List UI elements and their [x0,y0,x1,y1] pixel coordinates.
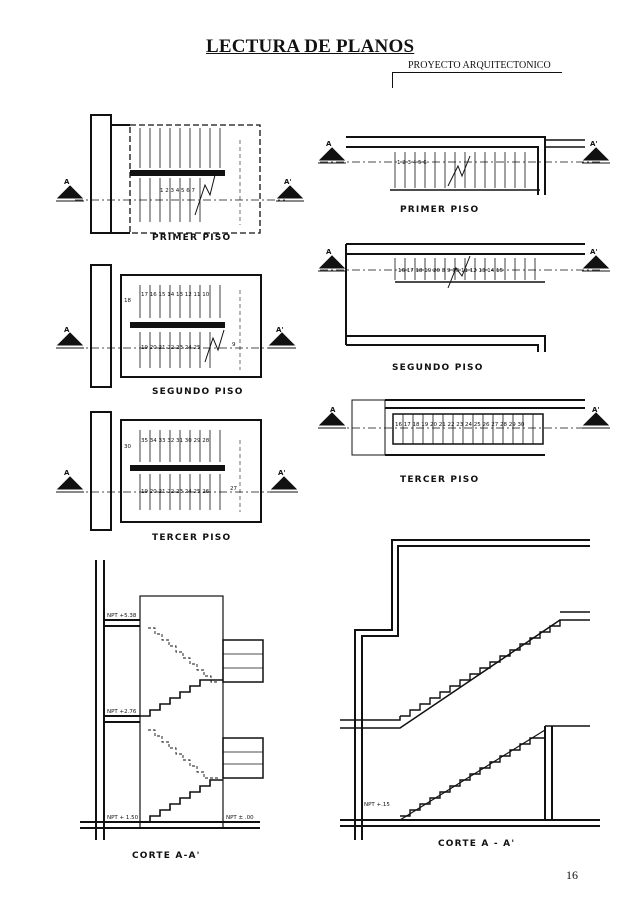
level-note-right: NPT +.15 [364,802,390,808]
subtitle-rule [392,72,562,73]
svg-text:16 17 18 19 20 21 22 23 24 25: 16 17 18 19 20 21 22 23 24 25 26 27 28 2… [395,422,525,428]
left-plan-segundo-piso: SEGUNDO PISO [56,264,296,397]
svg-text:A: A [64,469,70,477]
svg-text:19 20 21 22 23 24 25: 19 20 21 22 23 24 25 [141,345,201,351]
marker-a-1: A [64,178,70,186]
left-segundo-side-note: 9 [232,342,236,348]
right-plan-tercer-piso: TERCER PISO [318,399,610,485]
svg-text:A: A [326,248,332,256]
left-segundo-corner-note: 18 [124,298,131,304]
left-tercer-corner-note: 30 [124,444,131,450]
level-note-3: NPT + 1.50 [107,815,139,821]
right-section-label: CORTE A - A' [438,839,515,849]
right-section-corte: CORTE A - A' [340,539,600,849]
svg-text:A: A [330,406,336,414]
svg-text:35 34 33 32 31 30 29 28: 35 34 33 32 31 30 29 28 [141,438,210,444]
svg-text:A': A' [590,140,598,148]
svg-text:A': A' [276,326,284,334]
left-plan-primer-piso: PRIMER PISO [56,114,304,243]
svg-text:A: A [64,326,70,334]
svg-text:16 17 18 19 20 8 9 10 11 12 13: 16 17 18 19 20 8 9 10 11 12 13 14 15 [398,268,503,274]
left-plan-tercer-piso: TERCER PISO [56,411,298,543]
right-primer-piso-label: PRIMER PISO [400,205,479,215]
left-primer-piso-label: PRIMER PISO [152,233,231,243]
svg-text:1 2 3 4 5 6: 1 2 3 4 5 6 [397,160,427,166]
svg-text:1 2 3 4 5 6 7: 1 2 3 4 5 6 7 [160,188,195,194]
page-number: 16 [566,868,578,882]
svg-text:A: A [326,140,332,148]
page-title: LECTURA DE PLANOS [206,36,415,57]
svg-text:A': A' [592,406,600,414]
level-note-1: NPT +5.38 [107,613,137,619]
page-subtitle: PROYECTO ARQUITECTONICO [408,60,551,71]
right-plan-primer-piso: PRIMER PISO [318,136,610,215]
right-plan-segundo-piso: SEGUNDO PISO [318,243,610,373]
subtitle-rule-tick [392,72,393,88]
left-tercer-side-note: 27 [230,486,237,492]
left-section-label: CORTE A-A' [132,851,201,861]
right-segundo-piso-label: SEGUNDO PISO [392,363,484,373]
marker-a-prime-1: A' [284,178,292,186]
svg-text:17 16 15 14 13 12 11 10: 17 16 15 14 13 12 11 10 [141,292,210,298]
svg-text:A': A' [590,248,598,256]
left-section-corte: CORTE A-A' [80,560,264,861]
svg-text:19 20 21 22 23 24 25 26: 19 20 21 22 23 24 25 26 [141,489,210,495]
level-note-4: NPT ± .00 [226,815,254,821]
right-tercer-piso-label: TERCER PISO [400,475,479,485]
level-note-2: NPT +2.76 [107,709,137,715]
left-segundo-piso-label: SEGUNDO PISO [152,387,244,397]
left-tercer-piso-label: TERCER PISO [152,533,231,543]
svg-text:A': A' [278,469,286,477]
